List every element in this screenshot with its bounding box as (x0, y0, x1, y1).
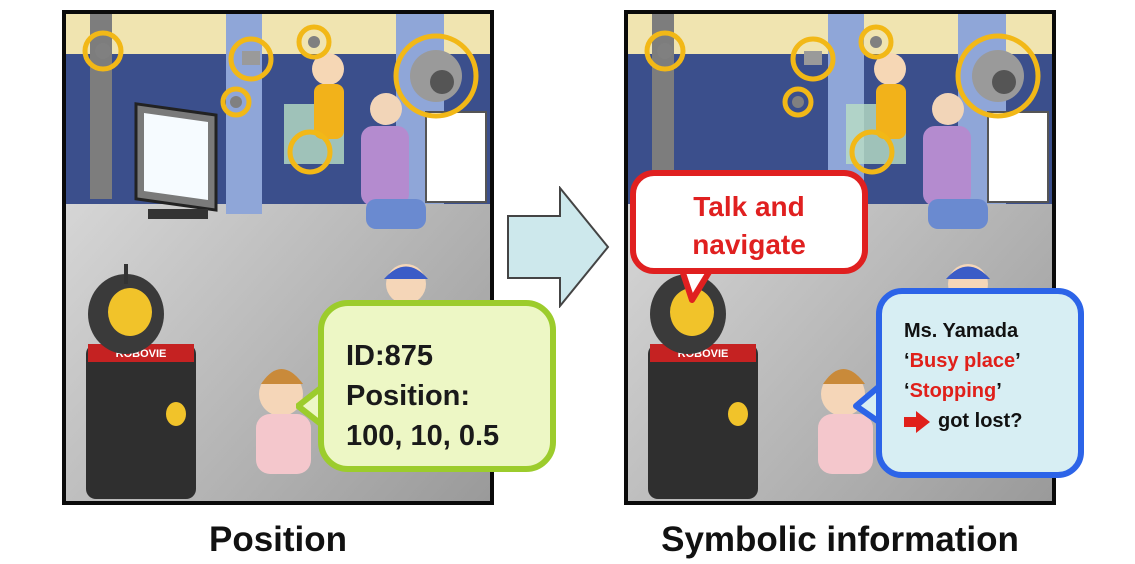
person-name: Ms. Yamada (904, 320, 1019, 342)
camera-icon (95, 36, 462, 108)
poster-board (987, 111, 1049, 203)
camera-icon (657, 36, 1024, 108)
sitting-girl (818, 369, 873, 474)
arrow-right-icon (507, 186, 610, 308)
arrow-right-icon (904, 410, 930, 433)
robot: ROBOVIE (86, 264, 196, 499)
tag-stopping: ‘Stopping’ (904, 380, 1002, 402)
position-values: 100, 10, 0.5 (346, 420, 500, 452)
position-label: Position: (346, 380, 471, 412)
tag-busy-place: ‘Busy place’ (904, 350, 1021, 372)
symbolic-info-bubble: Ms. Yamada ‘Busy place’ ‘Stopping’ got l… (876, 288, 1084, 478)
child-standing (874, 53, 906, 139)
position-data-bubble: ID:875 Position: 100, 10, 0.5 (318, 300, 556, 472)
talk-line-1: Talk and (693, 191, 805, 222)
caption-symbolic-information: Symbolic information (661, 520, 1019, 559)
caption-position: Position (208, 520, 348, 559)
position-panel: ROBOVIE (62, 10, 494, 505)
conclusion-text: got lost? (938, 410, 1023, 432)
id-text: ID:875 (346, 340, 434, 372)
monitor (134, 102, 218, 219)
elderly-woman (361, 93, 426, 229)
pillar (652, 14, 674, 199)
sitting-girl (256, 369, 311, 474)
camera-rings (644, 24, 1041, 175)
conclusion-line: got lost? (904, 406, 1074, 436)
boy-in-cap (384, 264, 428, 304)
pillar (90, 14, 112, 199)
camera-rings (82, 24, 479, 175)
talk-line-2: navigate (692, 229, 806, 260)
robot: ROBOVIE (648, 274, 758, 499)
talk-navigate-bubble: Talk and navigate (630, 170, 868, 274)
poster-board (425, 111, 487, 203)
child-standing (312, 53, 344, 139)
elderly-woman (923, 93, 988, 229)
scene-illustration: ROBOVIE (66, 14, 490, 501)
